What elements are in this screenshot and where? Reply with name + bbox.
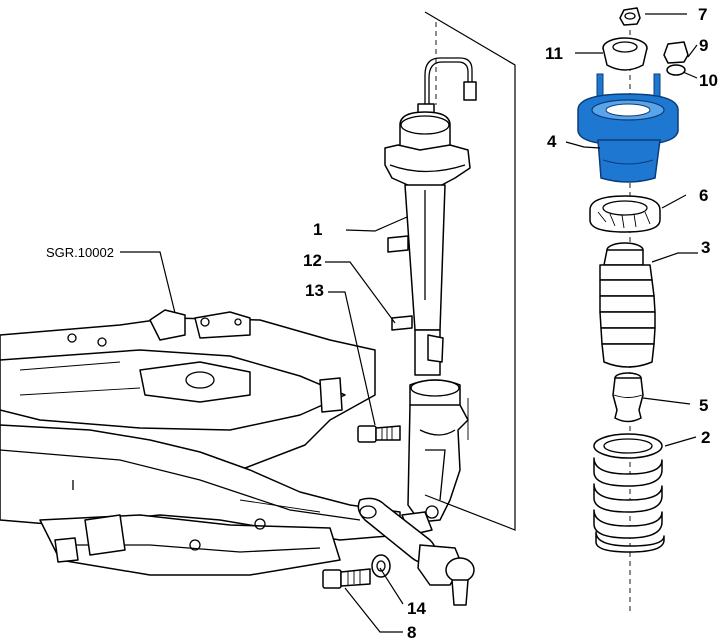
reference-code: SGR.10002 bbox=[46, 245, 114, 260]
callout-12: 12 bbox=[303, 251, 322, 270]
callout-2: 2 bbox=[701, 428, 710, 447]
callout-5: 5 bbox=[699, 396, 708, 415]
bumper-plate-6-drawing bbox=[589, 195, 661, 233]
callout-7: 7 bbox=[698, 5, 707, 24]
callout-13: 13 bbox=[305, 281, 324, 300]
dust-boot-3-drawing bbox=[599, 242, 656, 368]
lower-arm-drawing bbox=[357, 497, 475, 606]
subframe-drawing bbox=[0, 309, 401, 576]
callout-1: 1 bbox=[313, 220, 322, 239]
callout-8: 8 bbox=[407, 623, 416, 641]
callout-labels: 7 11 9 10 4 6 3 5 2 1 12 13 14 8 SGR.100… bbox=[46, 5, 718, 641]
nut-9-drawing bbox=[663, 41, 689, 64]
bump-stop-5-drawing bbox=[612, 372, 644, 423]
strut-drawing bbox=[384, 57, 477, 376]
leader-lines bbox=[120, 13, 698, 633]
coil-spring-2-drawing bbox=[593, 433, 665, 553]
bearing-11-drawing bbox=[602, 37, 648, 71]
callout-10: 10 bbox=[699, 71, 718, 90]
callout-6: 6 bbox=[699, 186, 708, 205]
callout-9: 9 bbox=[699, 36, 708, 55]
callout-3: 3 bbox=[701, 238, 710, 257]
nut-7-drawing bbox=[619, 7, 641, 26]
knuckle-drawing bbox=[401, 379, 469, 536]
bolt-13-drawing bbox=[357, 425, 401, 443]
callout-14: 14 bbox=[407, 599, 426, 618]
callout-11: 11 bbox=[545, 44, 563, 63]
callout-4: 4 bbox=[547, 132, 557, 151]
washer-10-drawing bbox=[666, 64, 686, 76]
bolt-8-drawing bbox=[322, 568, 371, 589]
top-mount-4-highlighted bbox=[577, 73, 679, 183]
washer-14-drawing bbox=[371, 554, 391, 578]
